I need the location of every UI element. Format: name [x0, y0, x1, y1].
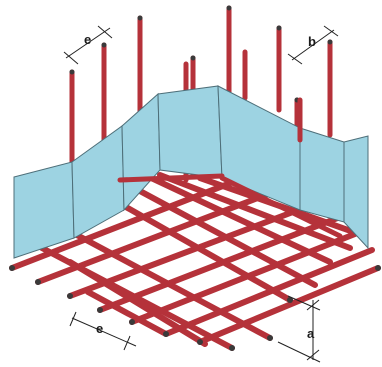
bar-end [267, 335, 273, 341]
tick [97, 25, 113, 39]
bar-end [137, 15, 143, 21]
tick [123, 335, 131, 351]
bar-end [97, 307, 103, 313]
bottom-mesh-bars-set-2 [39, 165, 368, 351]
dimension-e-top [63, 25, 113, 65]
bottom-bar [109, 173, 318, 288]
dimension-a [277, 295, 321, 363]
bottom-bar [219, 175, 343, 239]
bottom-bar [67, 259, 208, 347]
bar-end [163, 331, 169, 337]
bar-end [287, 297, 293, 303]
dimension-line [71, 317, 137, 347]
bar-end [229, 345, 235, 351]
bar-end [375, 265, 381, 271]
dimension-b [287, 25, 339, 65]
tick [306, 349, 320, 361]
tick [323, 25, 339, 37]
bar-end [226, 5, 232, 11]
bar-end [197, 339, 203, 345]
dimension-label-e-top: e [84, 32, 91, 47]
formwork-panel-left [71, 125, 125, 239]
dimension-label-e-bottom: e [96, 321, 103, 336]
bar-end-caps [9, 265, 381, 351]
formwork-panel-center [157, 85, 223, 179]
dimension-line [291, 29, 335, 61]
bottom-bar [57, 223, 273, 341]
tick [287, 53, 303, 65]
formwork-panel-right-end [343, 135, 369, 250]
bar-end [69, 69, 75, 75]
bar-end [9, 265, 15, 271]
bar-end [101, 42, 107, 48]
bottom-bar [117, 173, 225, 183]
bottom-bar [163, 247, 375, 337]
dimension-label-b: b [308, 34, 316, 49]
bottom-bar [157, 172, 353, 251]
dimension-line [65, 27, 111, 59]
bottom-bar [93, 187, 293, 303]
tick [306, 299, 320, 311]
dimension-e-bottom [69, 311, 137, 351]
formwork-panel-left-end [13, 161, 75, 259]
bar-end [129, 319, 135, 325]
extension-line [287, 295, 321, 311]
bar-end [276, 25, 282, 31]
bottom-bar [85, 289, 169, 337]
vertical-bar-caps [69, 5, 333, 103]
dimension-label-a: a [307, 326, 315, 341]
extension-line [277, 341, 321, 363]
bar-end [327, 39, 333, 45]
bar-end [67, 293, 73, 299]
tick [63, 51, 79, 65]
bar-end [190, 55, 196, 61]
bar-end [35, 279, 41, 285]
bottom-bar [197, 265, 381, 345]
tick [69, 311, 77, 327]
bottom-bar [127, 165, 333, 265]
front-bars [117, 97, 343, 239]
formwork-panel-right [299, 127, 345, 223]
